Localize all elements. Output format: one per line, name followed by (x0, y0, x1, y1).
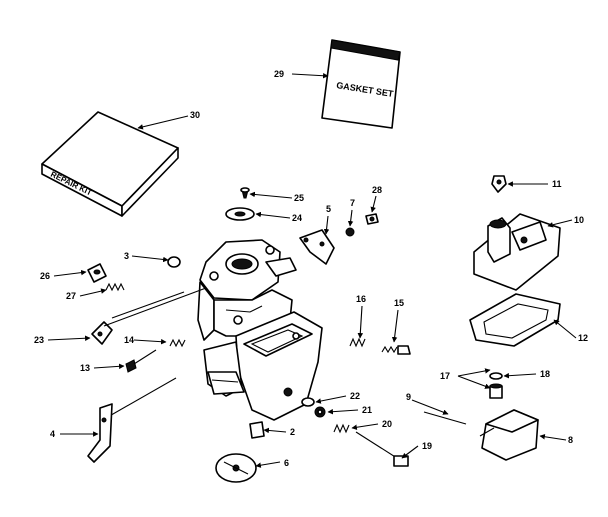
part-24-washer (225, 207, 255, 221)
part-22-washer (301, 397, 315, 407)
repair-kit-package: REPAIR KIT (41, 111, 179, 217)
callout-15: 15 (394, 298, 404, 308)
part-13-idle-screw (125, 349, 157, 373)
part-20-spring (333, 423, 350, 434)
callout-10: 10 (574, 215, 584, 225)
part-27-spring (105, 282, 125, 292)
part-2-jet (249, 421, 265, 439)
callout-14: 14 (124, 335, 134, 345)
callout-29: 29 (274, 69, 284, 79)
callout-19: 19 (422, 441, 432, 451)
gasket-set-package: GASKET SET (321, 39, 401, 129)
part-3-washer (167, 256, 181, 268)
callout-6: 6 (284, 458, 289, 468)
part-6-throttle-plate (215, 453, 257, 483)
callout-25: 25 (294, 193, 304, 203)
callout-17: 17 (440, 371, 450, 381)
part-12-bowl-gasket (469, 293, 561, 347)
callout-labels: 29 30 25 24 3 26 27 23 14 13 4 2 6 5 7 2… (34, 69, 588, 468)
callout-12: 12 (578, 333, 588, 343)
callout-8: 8 (568, 435, 573, 445)
callout-23: 23 (34, 335, 44, 345)
part-4-throttle-shaft (87, 377, 177, 463)
callout-4: 4 (50, 429, 55, 439)
part-10-bowl-cover (473, 213, 561, 291)
callout-9: 9 (406, 392, 411, 402)
callout-16: 16 (356, 294, 366, 304)
callout-7: 7 (350, 198, 355, 208)
part-21-gasket (314, 406, 326, 418)
part-19-needle (355, 431, 409, 467)
callout-21: 21 (362, 405, 372, 415)
callout-27: 27 (66, 291, 76, 301)
callout-18: 18 (540, 369, 550, 379)
part-16-spring (349, 337, 366, 348)
callout-24: 24 (292, 213, 302, 223)
part-8-float (479, 409, 539, 461)
callout-3: 3 (124, 251, 129, 261)
part-7-screw (345, 227, 355, 237)
carburetor-body (197, 239, 323, 421)
part-14-spring (169, 338, 186, 348)
part-9-float-needle (423, 411, 467, 425)
callout-2: 2 (290, 427, 295, 437)
leader-lines (47, 72, 577, 468)
callout-28: 28 (372, 185, 382, 195)
part-23-choke-shaft (91, 287, 207, 345)
callout-30: 30 (190, 110, 200, 120)
callout-22: 22 (350, 391, 360, 401)
part-26-cap (87, 263, 107, 283)
part-5-lever-bracket (299, 229, 335, 265)
callout-13: 13 (80, 363, 90, 373)
callout-5: 5 (326, 204, 331, 214)
callout-11: 11 (552, 179, 562, 189)
part-15-needle-screw (381, 345, 411, 355)
callout-20: 20 (382, 419, 392, 429)
part-28-screw (365, 213, 379, 225)
part-25-screw (240, 187, 250, 199)
part-11-fitting (491, 175, 507, 193)
part-17-18-seat (489, 372, 503, 399)
callout-26: 26 (40, 271, 50, 281)
